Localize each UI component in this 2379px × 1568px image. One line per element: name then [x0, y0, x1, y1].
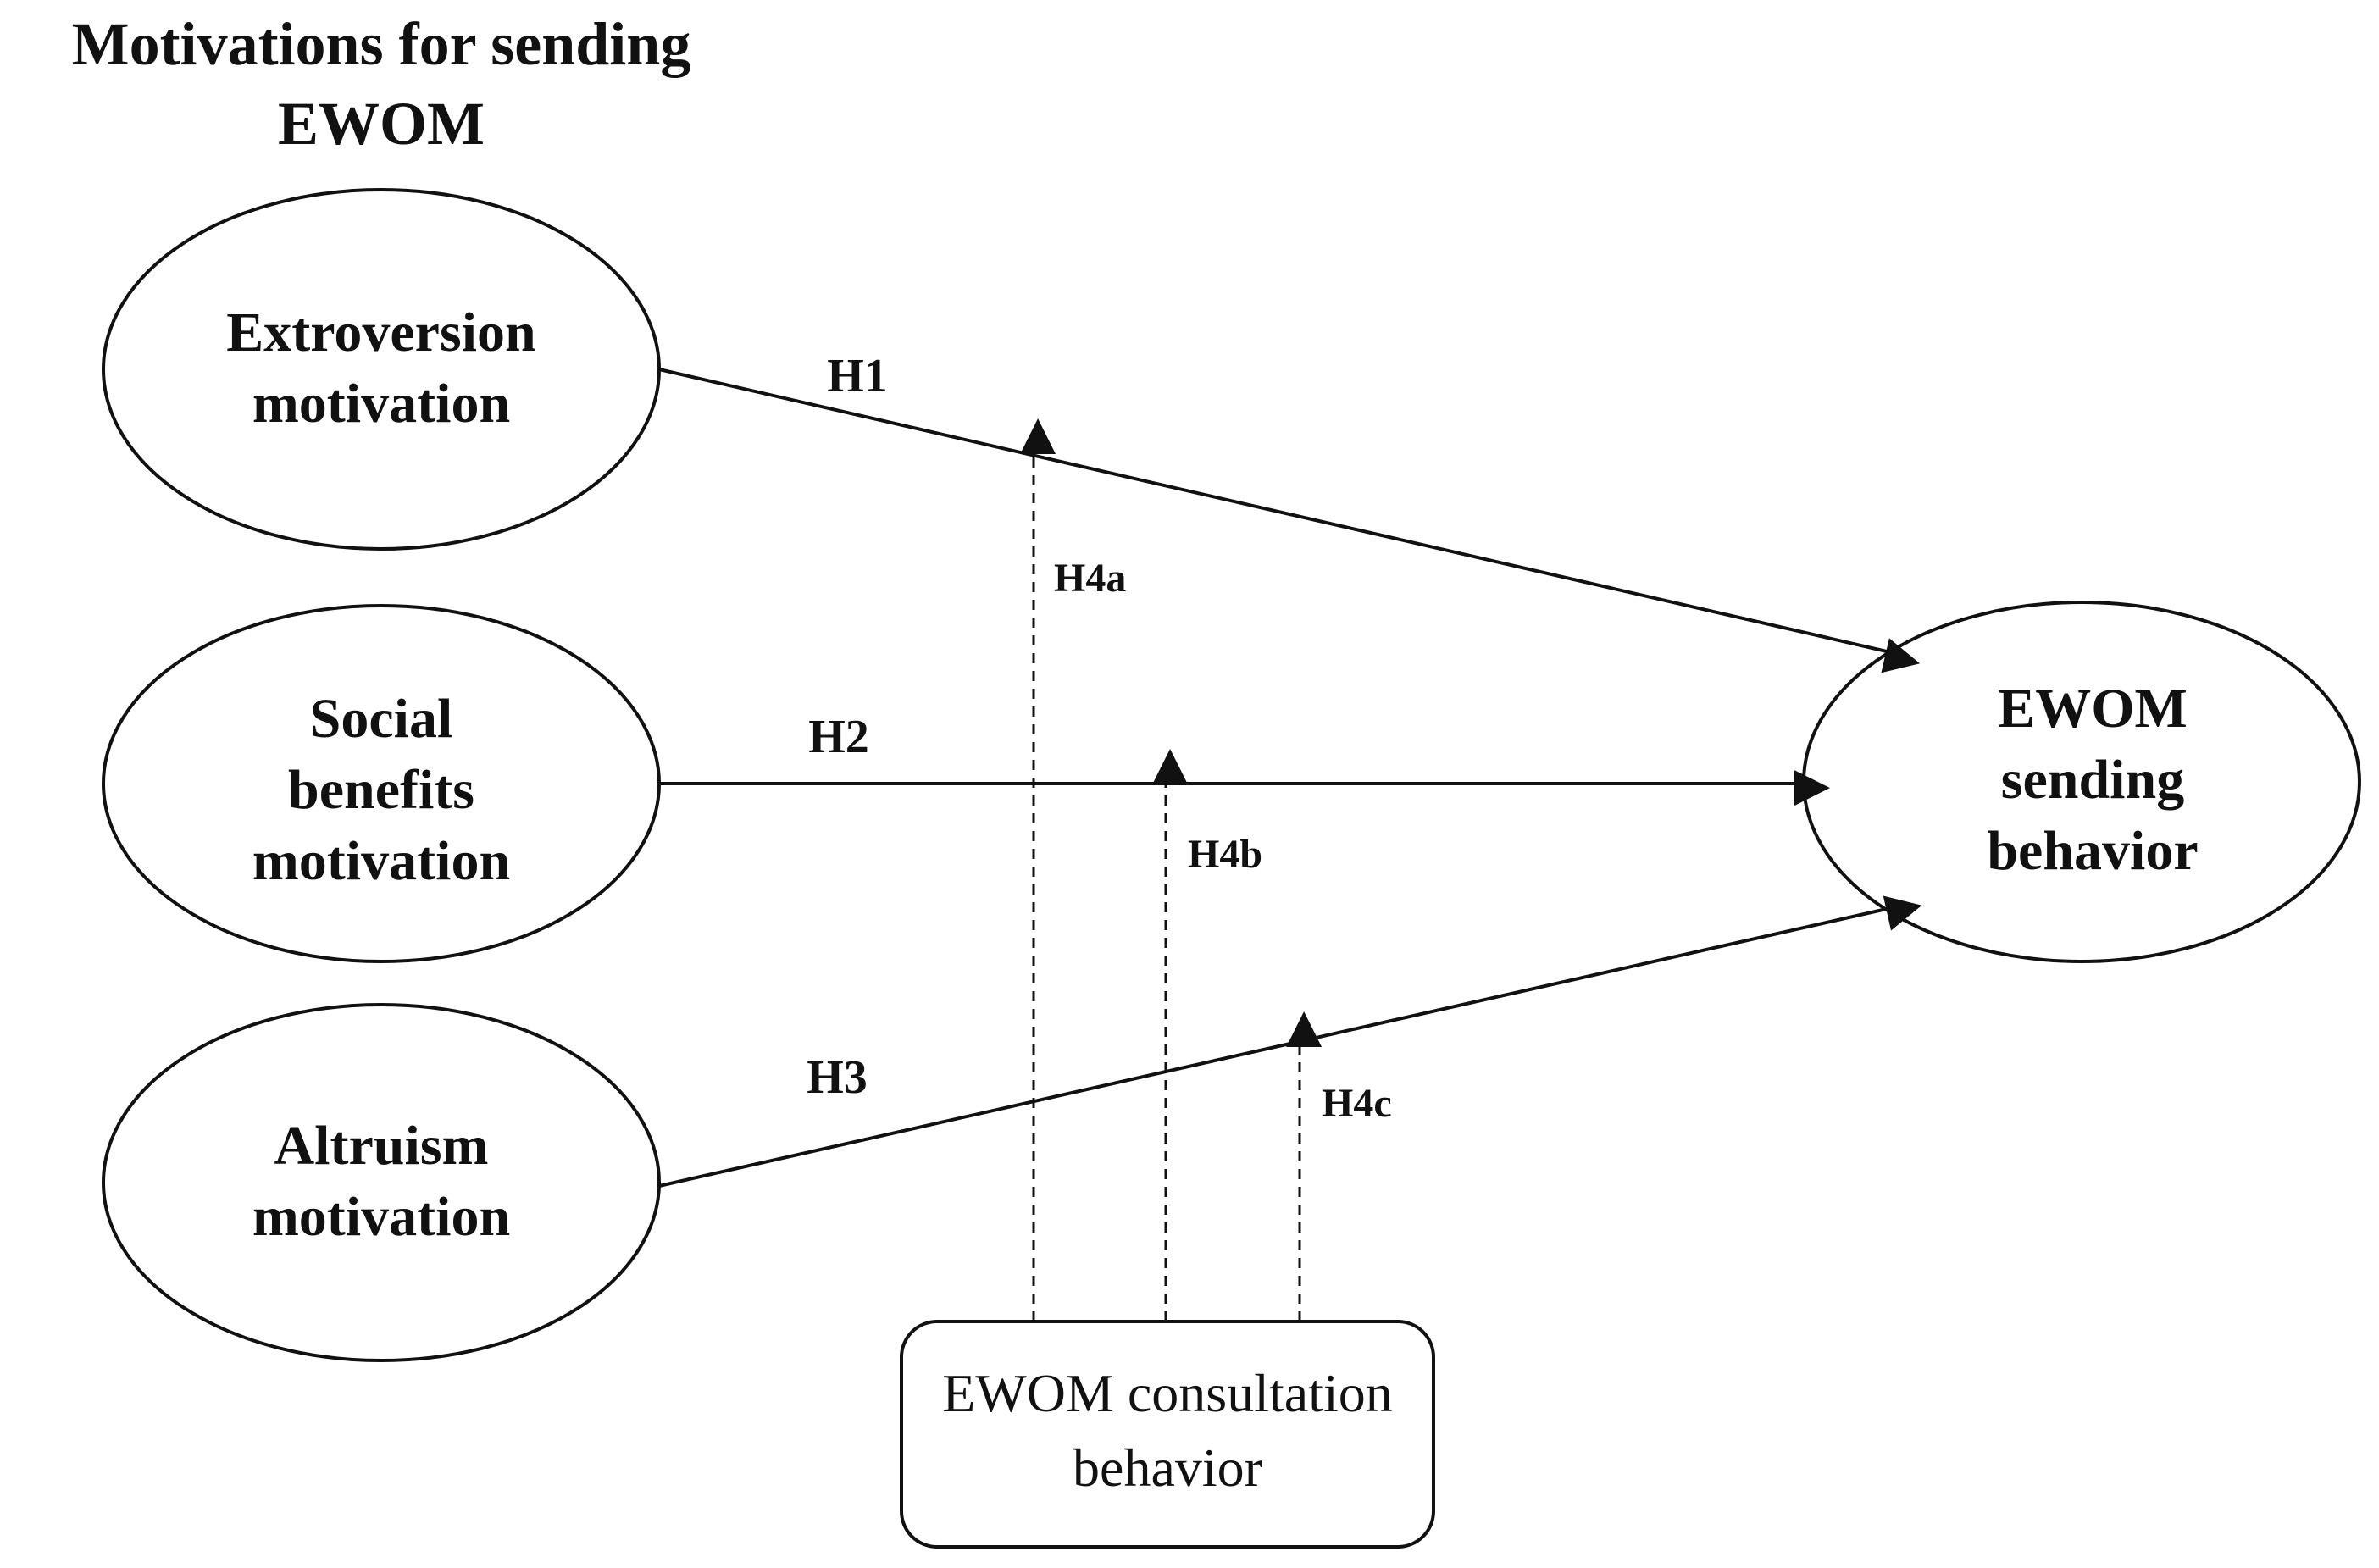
diagram-heading-line1: Motivations for sending: [72, 10, 691, 78]
ewom-sending-label-line2: sending: [2001, 749, 2184, 811]
diagram-heading-line2: EWOM: [278, 90, 485, 158]
h2-label: H2: [808, 711, 869, 763]
ewom-sending-label-line3: behavior: [1987, 820, 2198, 882]
h3-arrow: [658, 895, 1922, 1188]
extroversion-label-line2: motivation: [252, 373, 510, 435]
h1-label: H1: [827, 350, 888, 402]
h4a-label: H4a: [1054, 556, 1126, 601]
ewom-sending-label-line1: EWOM: [1998, 678, 2188, 740]
social-label-line3: motivation: [252, 830, 510, 892]
altruism-motivation-node: [102, 1003, 661, 1362]
altruism-label-line2: motivation: [252, 1186, 510, 1248]
extroversion-motivation-node: [102, 188, 661, 551]
consultation-label-line2: behavior: [1073, 1438, 1262, 1498]
social-label-line1: Social: [310, 688, 453, 750]
social-label-line2: benefits: [288, 759, 474, 821]
consultation-label-line1: EWOM consultation: [942, 1363, 1392, 1423]
h3-label: H3: [807, 1051, 868, 1104]
ewom-consultation-behavior-node: [900, 1320, 1435, 1549]
h4b-label: H4b: [1188, 832, 1262, 877]
h4c-label: H4c: [1322, 1081, 1392, 1126]
altruism-label-line1: Altruism: [274, 1115, 489, 1177]
h1-arrow: [658, 368, 1921, 673]
extroversion-label-line1: Extroversion: [226, 302, 535, 363]
